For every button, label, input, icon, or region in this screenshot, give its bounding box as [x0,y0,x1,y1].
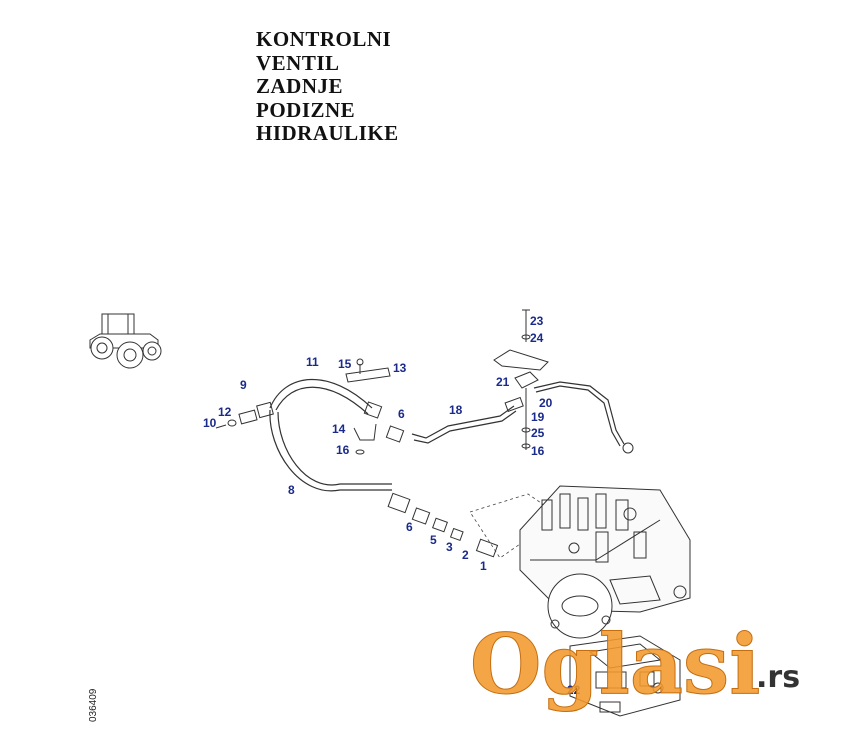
callout-14: 14 [332,422,346,436]
tractor-icon [89,313,162,369]
drawing-code: 036409 [88,688,99,722]
callout-12: 12 [218,405,232,419]
callout-16-right: 16 [531,444,545,458]
watermark-suffix: .rs [756,660,800,695]
callout-13: 13 [393,361,407,375]
callout-18: 18 [449,403,463,417]
callout-6-lower: 6 [406,520,413,534]
upper-fittings [345,358,405,455]
callout-2: 2 [462,548,469,562]
callout-8: 8 [288,483,295,497]
upper-bracket [493,309,549,450]
title-line: KONTROLNI [256,27,392,51]
callout-10: 10 [203,416,217,430]
callout-24: 24 [530,331,544,345]
fitting-12 [215,401,274,429]
callout-6-upper: 6 [398,407,405,421]
control-valve-block [519,485,691,639]
callout-20: 20 [539,396,553,410]
hose-8 [269,409,392,492]
callout-22: 22 [567,683,581,697]
title-line: HIDRAULIKE [256,121,399,145]
callout-9: 9 [240,378,247,392]
title-line: VENTIL [256,50,340,75]
diagram-title: KONTROLNI VENTIL ZADNJE PODIZNE HIDRAULI… [256,27,399,146]
callout-16-left: 16 [336,443,350,457]
watermark-main: Oglasi [470,617,760,713]
fitting-19 [504,396,524,413]
callout-15: 15 [338,357,352,371]
hose-9 [269,378,373,409]
pipe-18 [411,405,515,439]
lower-fittings [387,492,499,558]
title-line: PODIZNE [256,97,356,122]
callout-19: 19 [531,410,545,424]
title-line: ZADNJE [256,74,344,98]
watermark-logo: Oglasi .rs [470,617,800,714]
callout-5: 5 [430,533,437,547]
callout-25: 25 [531,426,545,440]
module-22 [569,635,681,717]
callout-1: 1 [480,559,487,573]
callout-3: 3 [446,540,453,554]
callout-11: 11 [306,355,319,369]
tube-20 [533,381,625,445]
callout-21: 21 [496,375,510,389]
tube-end-fitting [622,442,634,454]
callout-23: 23 [530,314,544,328]
